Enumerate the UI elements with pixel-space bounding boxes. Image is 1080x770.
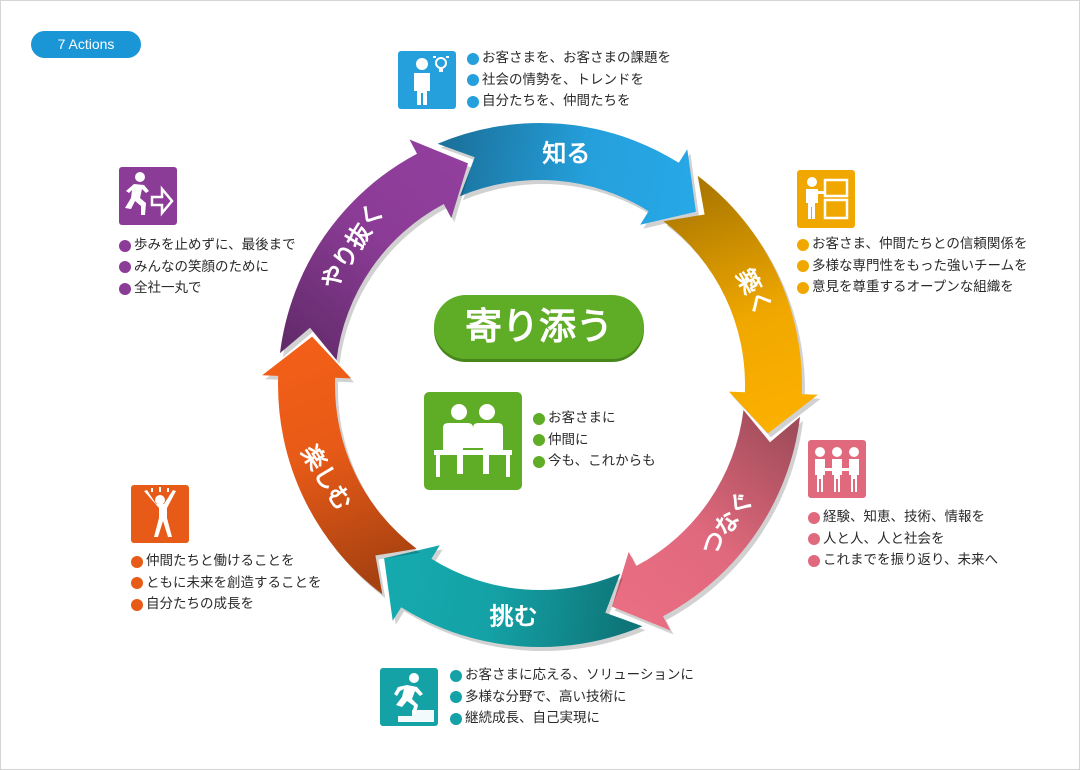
arrow-shiru xyxy=(437,122,696,225)
list-item: お客さまを、お客さまの課題を xyxy=(467,48,671,70)
bullet-dot xyxy=(119,239,131,252)
arrow-tsunagu xyxy=(612,410,800,631)
bullet-dot xyxy=(467,95,479,108)
bullet-dot xyxy=(797,281,809,294)
list-item: 多様な分野で、高い技術に xyxy=(450,687,694,709)
bullet-dot xyxy=(808,554,820,567)
bullet-dot xyxy=(450,669,462,682)
list-item: 今も、これからも xyxy=(533,451,656,473)
yarinuku-list: 歩みを止めずに、最後まで みんなの笑顔のために 全社一丸で xyxy=(119,235,296,300)
bullet-dot xyxy=(450,712,462,725)
builder-blocks-icon xyxy=(797,170,855,228)
bullet-dot xyxy=(119,261,131,274)
list-item: お客さまに xyxy=(533,408,656,430)
bullet-dot xyxy=(533,434,545,447)
list-item: 仲間に xyxy=(533,430,656,452)
people-holding-hands-icon xyxy=(808,440,866,498)
list-item: 意見を尊重するオープンな組織を xyxy=(797,277,1028,299)
list-item: 経験、知恵、技術、情報を xyxy=(808,507,998,529)
arrow-yarinuku xyxy=(280,139,468,360)
bullet-dot xyxy=(797,238,809,251)
bullet-dot xyxy=(131,555,143,568)
bullet-dot xyxy=(450,691,462,704)
bullet-dot xyxy=(533,455,545,468)
tanoshimu-list: 仲間たちと働けることを ともに未来を創造することを 自分たちの成長を xyxy=(131,551,322,616)
kizuku-list: お客さま、仲間たちとの信頼関係を 多様な専門性をもった強いチームを 意見を尊重す… xyxy=(797,234,1028,299)
bullet-dot xyxy=(808,511,820,524)
idomu-list: お客さまに応える、ソリューションに 多様な分野で、高い技術に 継続成長、自己実現… xyxy=(450,665,694,730)
list-item: 自分たちの成長を xyxy=(131,594,322,616)
arrow-tanoshimu xyxy=(262,336,417,595)
list-item: 全社一丸で xyxy=(119,278,296,300)
cheering-person-icon xyxy=(131,485,189,543)
shiru-list: お客さまを、お客さまの課題を 社会の情勢を、トレンドを 自分たちを、仲間たちを xyxy=(467,48,671,113)
list-item: ともに未来を創造することを xyxy=(131,573,322,595)
person-lightbulb-icon xyxy=(398,51,456,109)
list-item: 仲間たちと働けることを xyxy=(131,551,322,573)
bullet-dot xyxy=(119,282,131,295)
arrow-idomu xyxy=(384,545,643,648)
bullet-dot xyxy=(131,598,143,611)
list-item: これまでを振り返り、未来へ xyxy=(808,550,998,572)
seven-actions-badge: 7 Actions xyxy=(31,31,141,58)
bullet-dot xyxy=(467,52,479,65)
sitting-people-icon xyxy=(424,392,522,490)
list-item: お客さまに応える、ソリューションに xyxy=(450,665,694,687)
tsunagu-list: 経験、知恵、技術、情報を 人と人、人と社会を これまでを振り返り、未来へ xyxy=(808,507,998,572)
arrow-label-shiru: 知る xyxy=(542,140,590,168)
list-item: お客さま、仲間たちとの信頼関係を xyxy=(797,234,1028,256)
list-item: 歩みを止めずに、最後まで xyxy=(119,235,296,257)
list-item: 継続成長、自己実現に xyxy=(450,708,694,730)
bullet-dot xyxy=(467,74,479,87)
list-item: 多様な専門性をもった強いチームを xyxy=(797,256,1028,278)
center-list: お客さまに 仲間に 今も、これからも xyxy=(533,408,656,473)
bullet-dot xyxy=(533,412,545,425)
list-item: 自分たちを、仲間たちを xyxy=(467,91,671,113)
arrow-label-idomu: 挑む xyxy=(490,603,538,631)
center-title-pill: 寄り添う xyxy=(434,295,644,359)
list-item: 人と人、人と社会を xyxy=(808,529,998,551)
list-item: みんなの笑顔のために xyxy=(119,257,296,279)
bullet-dot xyxy=(797,260,809,273)
arrow-kizuku xyxy=(663,175,818,434)
list-item: 社会の情勢を、トレンドを xyxy=(467,70,671,92)
bullet-dot xyxy=(131,577,143,590)
person-running-to-goal-icon xyxy=(119,167,177,225)
bullet-dot xyxy=(808,533,820,546)
runner-climbing-stairs-icon xyxy=(380,668,438,726)
